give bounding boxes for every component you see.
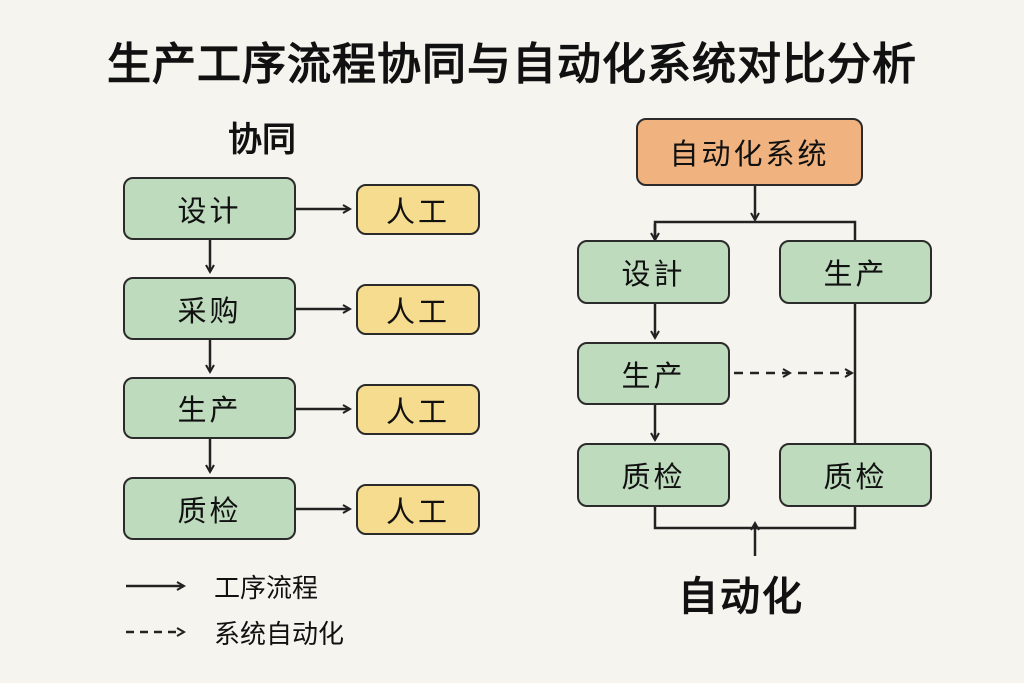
- step-quality-check: 质检: [123, 477, 296, 540]
- legend-solid-label: 工序流程: [214, 574, 319, 604]
- step-production: 生产: [123, 377, 296, 439]
- automation-footer-label: 自动化: [678, 574, 804, 620]
- page-title: 生产工序流程协同与自动化系统对比分析: [107, 39, 917, 90]
- auto-right-production: 生产: [779, 240, 932, 304]
- collaboration-heading: 协同: [228, 120, 296, 160]
- manual-box-1: 人工: [356, 184, 480, 235]
- auto-step-quality-check: 质检: [577, 443, 730, 507]
- automation-system-box: 自动化系统: [636, 118, 863, 186]
- auto-step-production: 生产: [577, 342, 730, 405]
- manual-box-4: 人工: [356, 484, 480, 535]
- manual-box-2: 人工: [356, 284, 480, 335]
- auto-step-design: 设計: [577, 240, 730, 304]
- auto-right-quality-check: 质检: [779, 443, 932, 507]
- step-design: 设计: [123, 177, 296, 240]
- step-purchasing: 采购: [123, 277, 296, 340]
- legend-dashed-label: 系统自动化: [214, 620, 345, 650]
- manual-box-3: 人工: [356, 384, 480, 435]
